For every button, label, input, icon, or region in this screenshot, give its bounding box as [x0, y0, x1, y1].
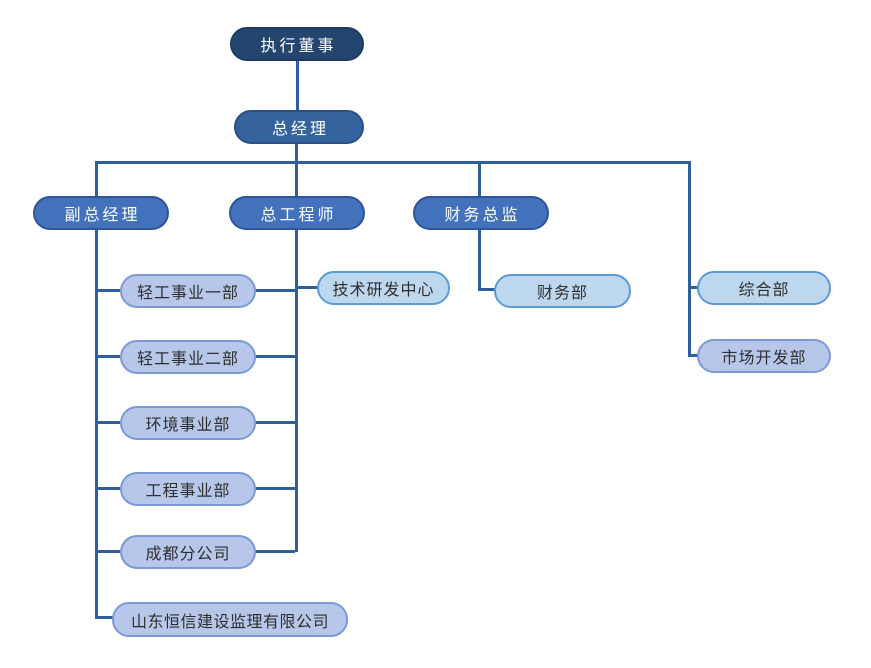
connector-stub [256, 289, 295, 292]
connector-elbow-shandong [95, 616, 115, 619]
node-chengdu-branch: 成都分公司 [120, 535, 256, 569]
node-general-affairs-dept: 综合部 [697, 271, 831, 305]
node-finance-director: 财务总监 [413, 196, 549, 230]
node-general-manager: 总经理 [234, 110, 364, 144]
node-environment-dept: 环境事业部 [120, 406, 256, 440]
node-light-industry-2: 轻工事业二部 [120, 340, 256, 374]
node-shandong-hengxin: 山东恒信建设监理有限公司 [112, 602, 348, 637]
connector-gm-trunk [295, 143, 298, 552]
node-finance-dept: 财务部 [494, 274, 631, 308]
connector-stub [95, 421, 120, 424]
connector-main-horizontal [95, 161, 691, 164]
connector-stub [95, 355, 120, 358]
node-chief-engineer: 总工程师 [229, 196, 365, 230]
connector-stub-tech-rd [298, 286, 318, 289]
connector-right-trunk [688, 161, 691, 357]
connector-elbow-finance-dept [478, 288, 495, 291]
node-tech-rd-center: 技术研发中心 [317, 271, 450, 305]
connector-stub [95, 487, 120, 490]
connector-stub [95, 289, 120, 292]
connector-stub [256, 355, 295, 358]
node-light-industry-1: 轻工事业一部 [120, 274, 256, 308]
node-deputy-gm: 副总经理 [33, 196, 169, 230]
connector-elbow-chengdu [256, 550, 295, 553]
node-engineering-dept: 工程事业部 [120, 472, 256, 506]
node-market-dev-dept: 市场开发部 [697, 339, 831, 373]
connector-stub [256, 421, 295, 424]
connector-left-trunk [95, 161, 98, 619]
connector-stub [256, 487, 295, 490]
connector-stub [95, 550, 120, 553]
connector-exec-to-gm [296, 60, 299, 111]
connector-stub-general-affairs [691, 286, 698, 289]
connector-elbow-market-dev [691, 354, 698, 357]
node-executive-director: 执行董事 [230, 27, 364, 61]
